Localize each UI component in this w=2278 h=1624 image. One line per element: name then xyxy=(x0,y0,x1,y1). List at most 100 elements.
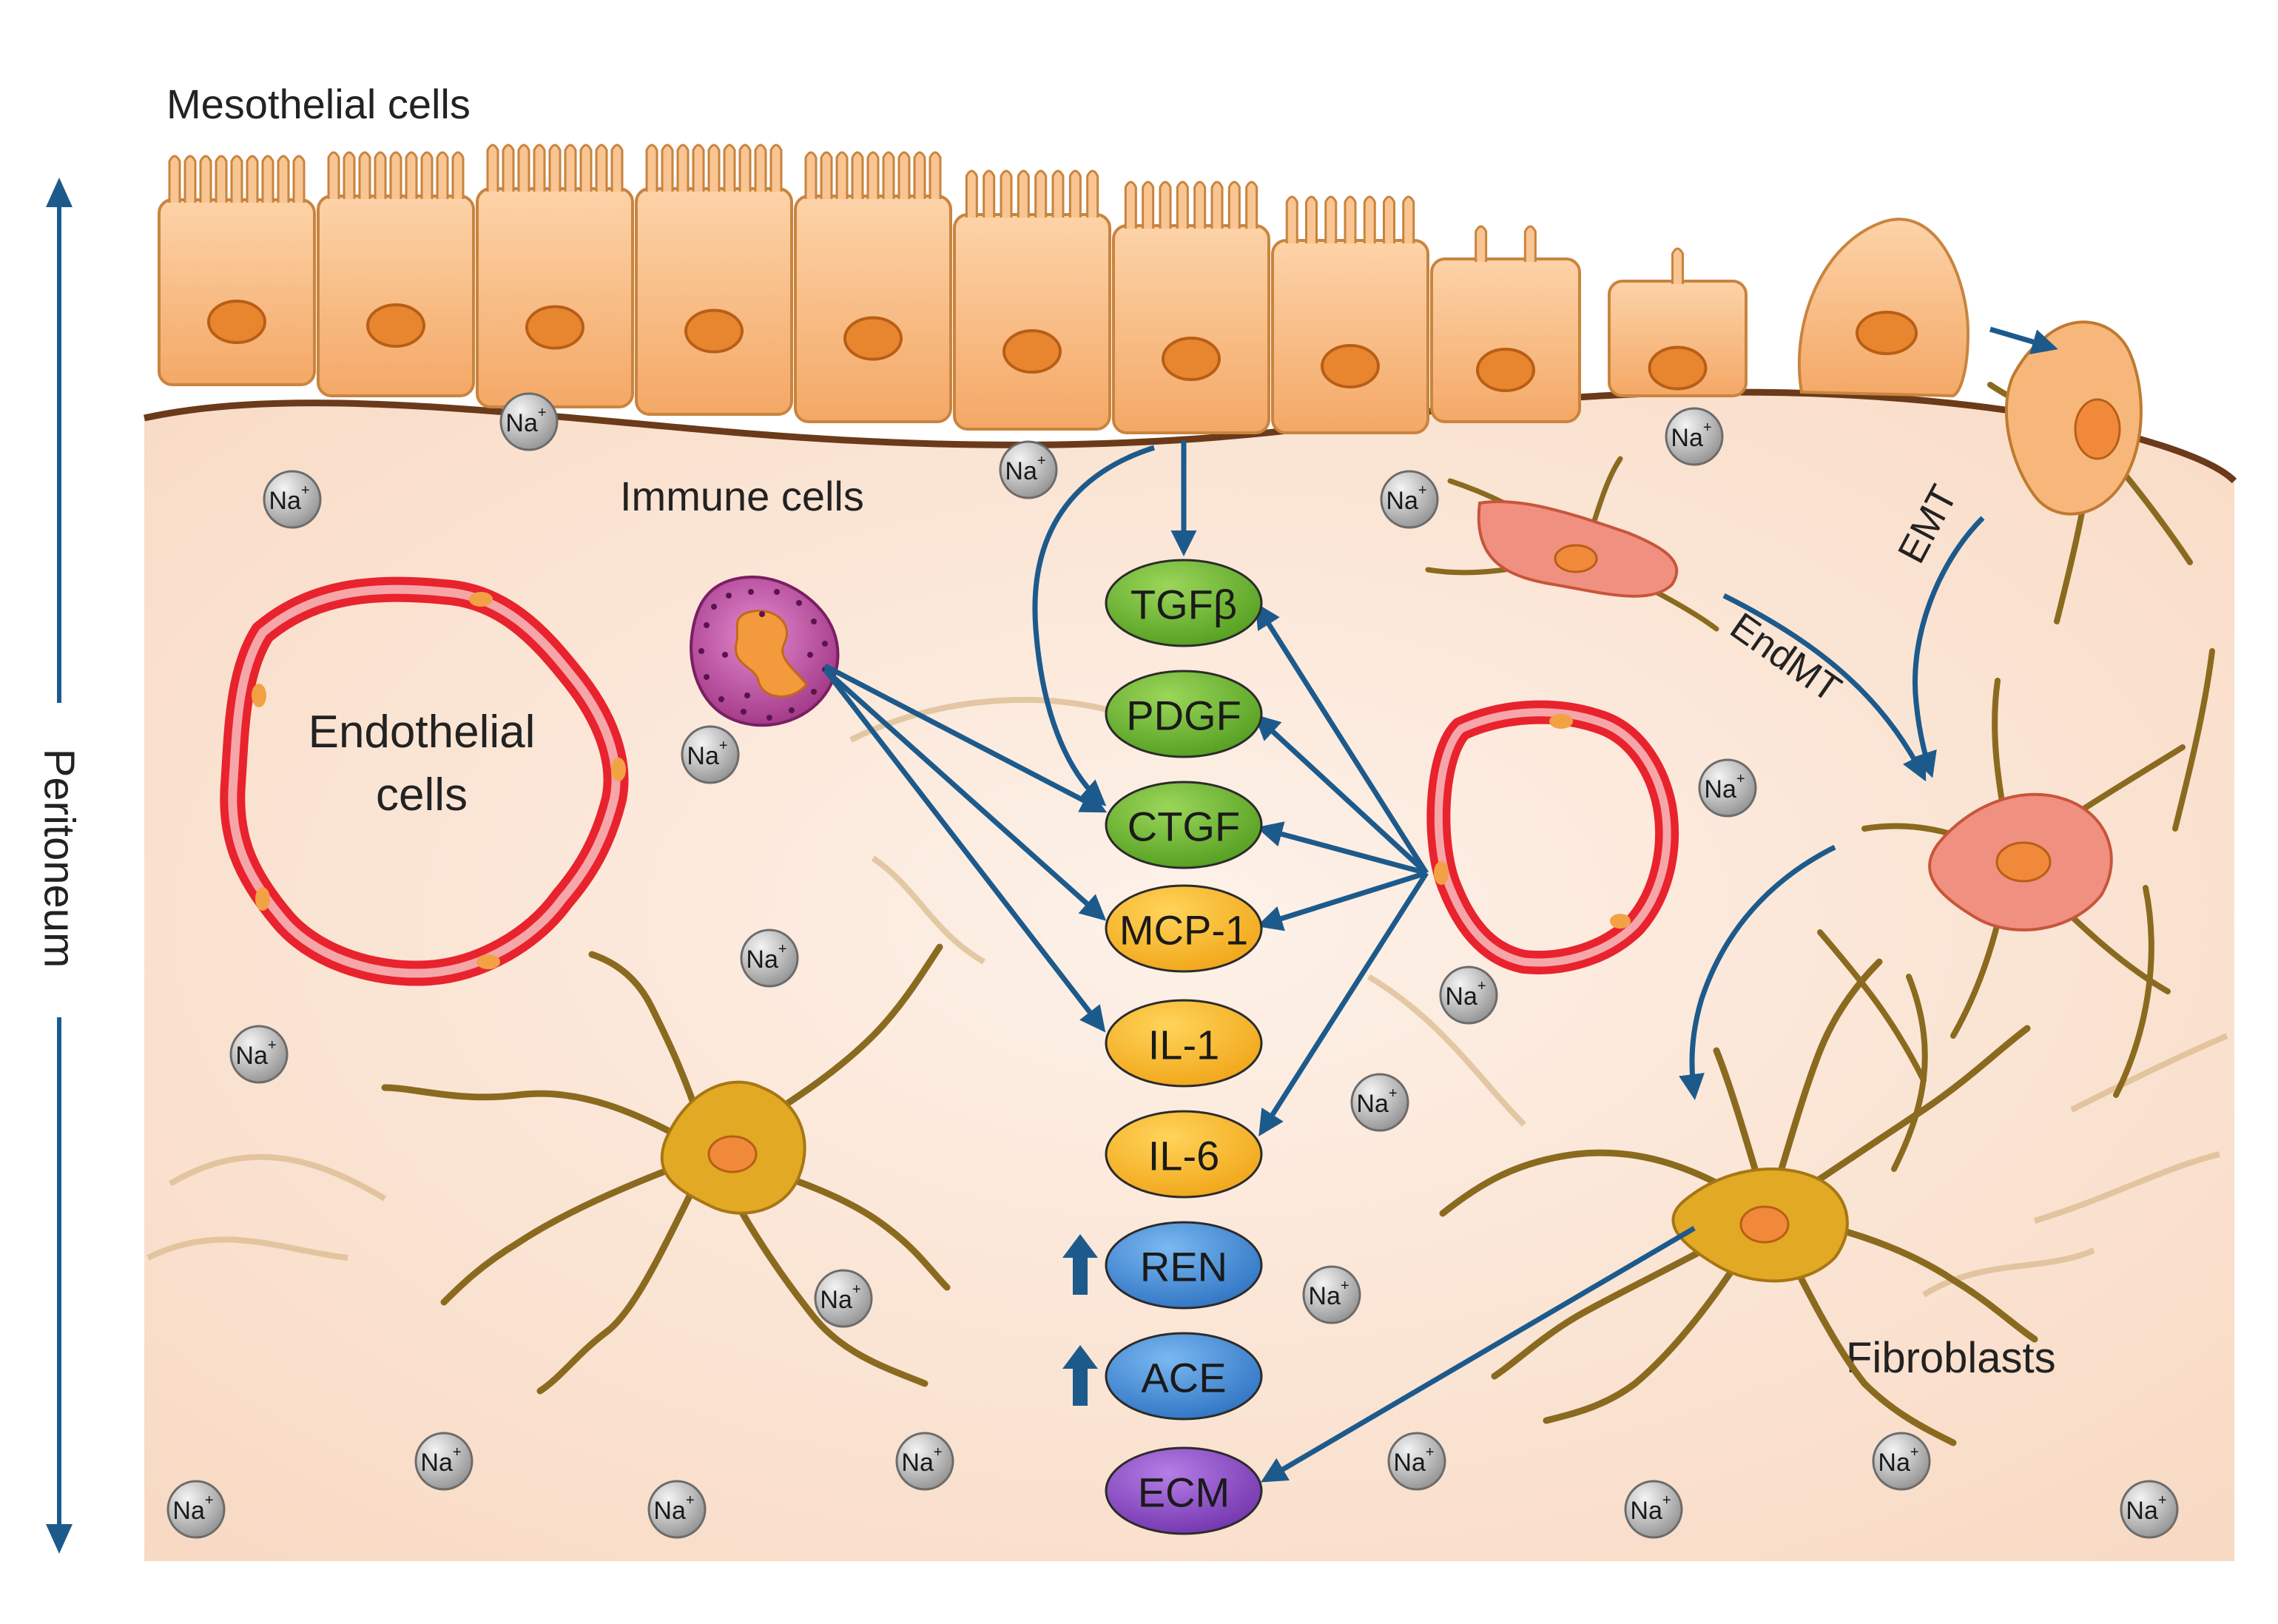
arrow-vessel-to-il6 xyxy=(1258,872,1429,1136)
mediator-il6: IL-6 xyxy=(1105,1110,1263,1199)
upregulation-arrow-icon xyxy=(1062,1234,1098,1295)
arrow-vessel-to-tgfb xyxy=(1255,602,1429,875)
mesothelial-nucleus xyxy=(1321,344,1380,388)
sodium-ion: Na+ xyxy=(1350,1073,1409,1132)
granule xyxy=(789,707,795,713)
sodium-ion: Na+ xyxy=(499,392,559,451)
mesothelial-cell-detaching xyxy=(1798,218,1970,398)
mesothelial-cell xyxy=(1112,181,1270,434)
sodium-ions: Na+Na+Na+Na+Na+Na+Na+Na+Na+Na+Na+Na+Na+N… xyxy=(166,392,2179,1539)
sodium-charge: + xyxy=(1477,978,1486,994)
sodium-ion: Na+ xyxy=(414,1432,474,1491)
sodium-ion: Na+ xyxy=(895,1432,954,1491)
mediator-tgfb: TGFβ xyxy=(1105,559,1263,647)
sodium-charge: + xyxy=(934,1444,943,1460)
sodium-charge: + xyxy=(1426,1444,1435,1460)
mesothelial-nucleus xyxy=(525,305,584,350)
mesothelial-cell xyxy=(1430,225,1581,423)
myofibroblast-center-right xyxy=(1861,678,2186,1039)
sodium-ion: Na+ xyxy=(1387,1432,1446,1491)
sodium-charge: + xyxy=(1910,1444,1919,1460)
arrow-myofibroblast-to-fibroblast xyxy=(1679,844,1836,1100)
sodium-charge: + xyxy=(1341,1278,1349,1294)
sodium-ion: Na+ xyxy=(1439,966,1498,1025)
arrow-immune-to-mcp1 xyxy=(823,667,1107,921)
background-fibers xyxy=(146,696,2228,1298)
sodium-charge: + xyxy=(453,1444,462,1460)
granule xyxy=(698,648,704,654)
mesothelial-nucleus xyxy=(1162,337,1221,381)
endothelial-nucleus xyxy=(1610,914,1631,929)
granule xyxy=(726,593,732,599)
endothelial-vessel-left xyxy=(220,576,629,986)
upregulation-arrow-icon xyxy=(1062,1345,1098,1406)
mcp1-label: MCP-1 xyxy=(1119,907,1248,954)
sodium-ion: Na+ xyxy=(1665,407,1724,466)
mediator-ecm: ECM xyxy=(1105,1446,1263,1535)
sodium-charge: + xyxy=(1736,771,1745,787)
granule xyxy=(718,696,724,702)
mesothelial-cells-label: Mesothelial cells xyxy=(166,81,471,127)
sodium-charge: + xyxy=(1389,1085,1398,1102)
sodium-charge: + xyxy=(538,405,547,421)
granule xyxy=(774,589,780,595)
emt-transitioning-cell xyxy=(1987,320,2193,624)
endmt-transitioning-cell xyxy=(1425,456,1719,632)
sodium-charge: + xyxy=(852,1281,861,1298)
mesothelial-cell xyxy=(476,144,634,408)
arrow-immune-to-ctgf xyxy=(823,663,1108,813)
sodium-ion: Na+ xyxy=(681,725,740,784)
endothelial-nucleus xyxy=(469,592,493,607)
granule xyxy=(796,600,802,606)
immune-cell xyxy=(690,575,840,727)
fibroblast-left xyxy=(381,943,951,1395)
sodium-ion: Na+ xyxy=(814,1269,873,1328)
mesothelial-nucleus xyxy=(1856,311,1918,355)
endothelial-cells-label-line2: cells xyxy=(376,769,468,821)
sodium-ion: Na+ xyxy=(1624,1480,1683,1539)
granule xyxy=(704,622,710,628)
arrow-immune-to-il1 xyxy=(823,667,1106,1033)
sodium-charge: + xyxy=(1418,482,1427,499)
arrow-vessel-to-ctgf xyxy=(1256,821,1427,876)
mediator-il1: IL-1 xyxy=(1105,999,1263,1088)
mediator-ren: REN xyxy=(1062,1221,1263,1310)
il1-ellipse xyxy=(1105,999,1263,1088)
sodium-ion: Na+ xyxy=(1302,1265,1361,1324)
sodium-charge: + xyxy=(719,738,728,754)
granule xyxy=(807,652,813,658)
arrow-vessel-to-pdgf xyxy=(1253,714,1429,875)
sodium-charge: + xyxy=(1037,453,1046,469)
fibroblast-right xyxy=(1439,958,2038,1446)
mesothelial-cell xyxy=(794,151,952,423)
ace-ellipse xyxy=(1105,1332,1263,1421)
granule xyxy=(822,641,828,647)
endothelial-cells-label-line1: Endothelial xyxy=(309,707,536,758)
ecm-ellipse xyxy=(1105,1446,1263,1535)
sodium-charge: + xyxy=(268,1037,277,1054)
granule xyxy=(722,652,728,658)
il6-ellipse xyxy=(1105,1110,1263,1199)
pdgf-ellipse xyxy=(1105,670,1263,758)
ren-ellipse xyxy=(1105,1221,1263,1310)
sodium-ion: Na+ xyxy=(229,1025,289,1084)
mediator-ace: ACE xyxy=(1062,1332,1263,1421)
granule xyxy=(704,674,710,680)
mesothelial-nucleus xyxy=(1002,329,1062,374)
arrow-vessel-to-mcp1 xyxy=(1256,870,1428,931)
collagen-fibers-right xyxy=(1817,648,2215,1172)
il1-label: IL-1 xyxy=(1148,1022,1220,1068)
mediator-ctgf: CTGF xyxy=(1105,781,1263,869)
granule xyxy=(759,611,765,617)
granule xyxy=(744,693,750,698)
mesothelial-nucleus xyxy=(207,300,266,344)
mediator-pdgf: PDGF xyxy=(1105,670,1263,758)
granule xyxy=(811,689,817,695)
granule xyxy=(811,619,817,624)
endothelial-nucleus xyxy=(1434,861,1449,885)
mesothelial-cell xyxy=(953,169,1111,431)
peritoneum-axis: Peritoneum xyxy=(36,178,84,1554)
mesothelial-cell xyxy=(317,151,475,397)
